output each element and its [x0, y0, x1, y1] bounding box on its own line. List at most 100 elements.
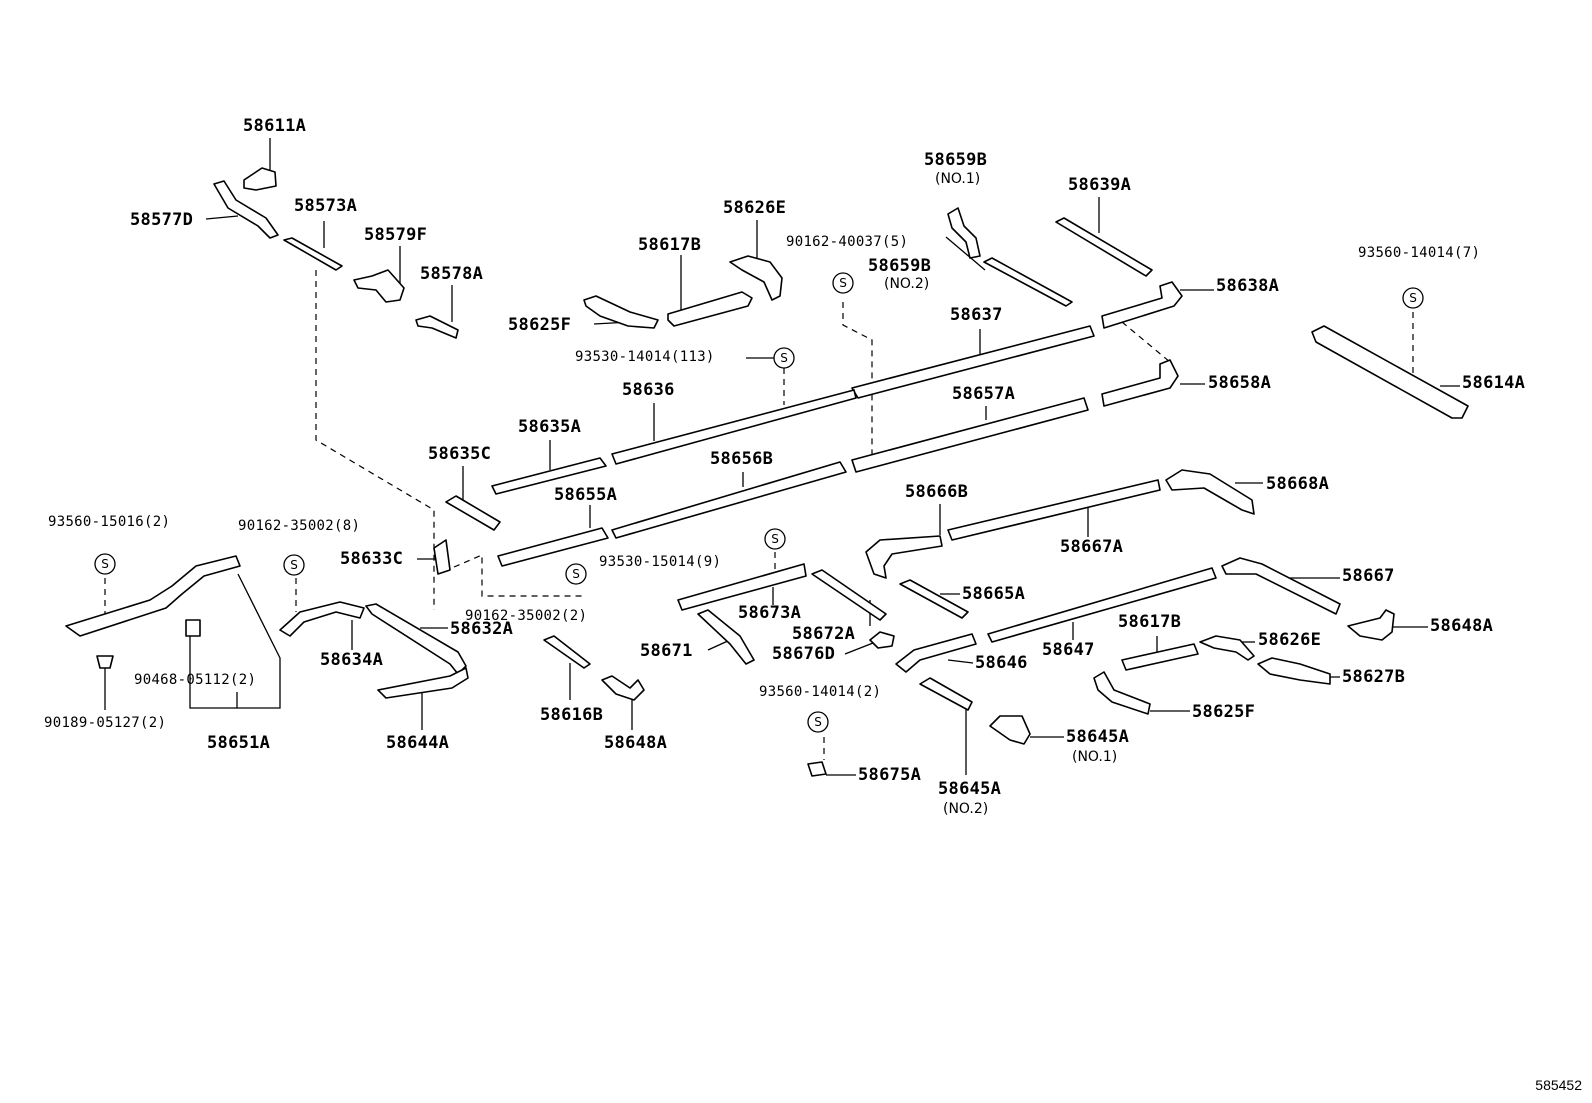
label-58626E-top: 58626E	[723, 198, 787, 218]
screw-symbol-93560-14014-2: S	[807, 711, 829, 733]
label-58625F-top: 58625F	[508, 315, 572, 335]
leader-lines	[104, 138, 1460, 776]
part-58611A-shape	[243, 167, 277, 191]
part-58657A-shape	[851, 397, 1089, 473]
part-58625F-top-shape	[583, 295, 659, 329]
part-58645A-2-shape	[919, 677, 973, 711]
label-58617B-right: 58617B	[1118, 612, 1182, 632]
label-93560-14014-7: 93560-14014(7)	[1358, 245, 1481, 261]
part-58636-shape	[611, 389, 857, 465]
label-58626E-right: 58626E	[1258, 630, 1322, 650]
screw-symbol-letter: S	[771, 532, 779, 546]
label-58667: 58667	[1342, 566, 1395, 586]
part-58646-shape	[895, 633, 977, 673]
part-58626E-right-shape	[1199, 635, 1255, 661]
label-58639A: 58639A	[1068, 175, 1132, 195]
label-58625F-right: 58625F	[1192, 702, 1256, 722]
label-58655A: 58655A	[554, 485, 618, 505]
dashed-connectors	[104, 270, 1414, 760]
label-58657A: 58657A	[952, 384, 1016, 404]
part-58648A-mid-shape	[601, 675, 645, 701]
screw-symbol-letter: S	[101, 557, 109, 571]
part-90189-05127-shape	[96, 655, 114, 669]
part-58573A-shape	[283, 237, 343, 271]
part-58645A-1-shape	[989, 715, 1031, 745]
label-58611A: 58611A	[243, 116, 307, 136]
part-58626E-top-shape	[729, 255, 783, 301]
screw-symbol-letter: S	[290, 558, 298, 572]
part-58635C-shape	[445, 495, 501, 531]
label-58648A-mid: 58648A	[604, 733, 668, 753]
part-90468-05112-shape	[185, 619, 201, 637]
part-58659B-2-shape	[983, 257, 1073, 307]
screw-symbol-letter: S	[780, 351, 788, 365]
part-shapes	[65, 167, 1469, 777]
label-58634A: 58634A	[320, 650, 384, 670]
note-58645A-2: (NO.2)	[943, 801, 989, 817]
part-58656B-shape	[611, 461, 847, 539]
label-58573A: 58573A	[294, 196, 358, 216]
label-58668A: 58668A	[1266, 474, 1330, 494]
label-58666B: 58666B	[905, 482, 969, 502]
part-58667A-shape	[947, 479, 1161, 541]
label-58635C: 58635C	[428, 444, 492, 464]
part-58665A-shape	[899, 579, 969, 619]
screw-symbol-90162-40037: S	[832, 272, 854, 294]
part-58672A-shape	[811, 569, 887, 621]
label-58671: 58671	[640, 641, 693, 661]
label-58632A: 58632A	[450, 619, 514, 639]
label-58633C: 58633C	[340, 549, 404, 569]
label-58665A: 58665A	[962, 584, 1026, 604]
label-58659B-1: 58659B	[924, 150, 988, 170]
label-58579F: 58579F	[364, 225, 428, 245]
part-58668A-shape	[1165, 469, 1255, 515]
label-90189-05127: 90189-05127(2)	[44, 715, 167, 731]
label-58637: 58637	[950, 305, 1003, 325]
label-93530-14014: 93530-14014(113)	[575, 349, 715, 365]
part-58637-shape	[851, 325, 1095, 399]
part-58655A-shape	[497, 527, 609, 567]
label-58645A-2: 58645A	[938, 779, 1002, 799]
part-58647-shape	[987, 567, 1217, 643]
part-58639A-shape	[1055, 217, 1153, 277]
part-58625F-right-shape	[1093, 671, 1151, 715]
label-58648A-right: 58648A	[1430, 616, 1494, 636]
part-58644A-shape	[377, 667, 469, 699]
part-58638A-shape	[1101, 281, 1183, 329]
part-58614A-shape	[1311, 325, 1469, 419]
part-58579F-shape	[353, 269, 405, 303]
label-58644A: 58644A	[386, 733, 450, 753]
screw-symbol-letter: S	[1409, 291, 1417, 305]
part-58667-shape	[1221, 557, 1341, 615]
note-58645A-1: (NO.1)	[1072, 749, 1118, 765]
label-58647: 58647	[1042, 640, 1095, 660]
label-58659B-2: 58659B	[868, 256, 932, 276]
label-90162-35002-2: 90162-35002(2)	[465, 608, 588, 624]
screw-symbol-90162-35002-8: S	[283, 554, 305, 576]
screw-symbol-93530-14014: S	[773, 347, 795, 369]
label-58667A: 58667A	[1060, 537, 1124, 557]
screw-symbol-93560-14014-7: S	[1402, 287, 1424, 309]
label-58617B-top: 58617B	[638, 235, 702, 255]
label-58651A: 58651A	[207, 733, 271, 753]
label-58616B: 58616B	[540, 705, 604, 725]
label-58627B: 58627B	[1342, 667, 1406, 687]
part-58658A-shape	[1101, 359, 1179, 407]
part-58616B-shape	[543, 635, 591, 669]
screw-symbol-93530-15014: S	[764, 528, 786, 550]
label-58673A: 58673A	[738, 603, 802, 623]
screw-symbols: S S S S S S S S	[94, 272, 1424, 733]
label-58672A: 58672A	[792, 624, 856, 644]
part-58617B-top-shape	[667, 291, 753, 327]
part-58627B-shape	[1257, 657, 1331, 685]
part-58577D-shape	[213, 180, 279, 239]
label-90162-35002-8: 90162-35002(8)	[238, 518, 361, 534]
label-58578A: 58578A	[420, 264, 484, 284]
label-93560-14014-2: 93560-14014(2)	[759, 684, 882, 700]
note-58659B-2: (NO.2)	[884, 276, 930, 292]
part-58651A-shape	[65, 555, 241, 637]
catalog-number: 585452	[1535, 1077, 1582, 1093]
label-58638A: 58638A	[1216, 276, 1280, 296]
